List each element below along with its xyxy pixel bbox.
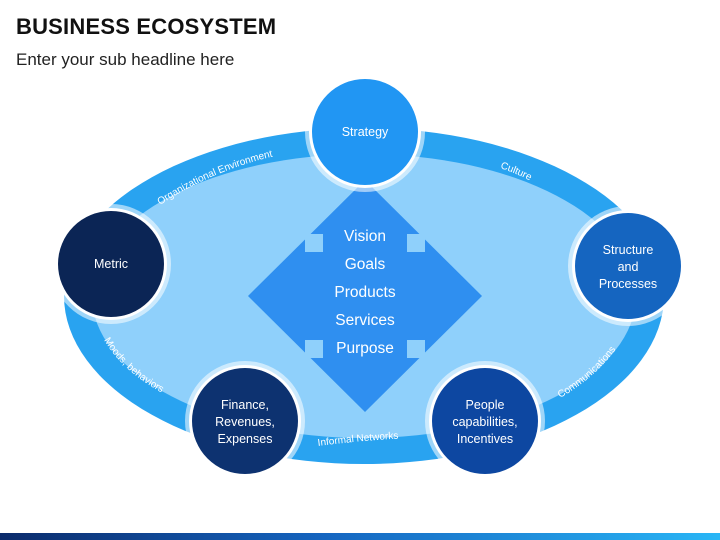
center-item-purpose: Purpose <box>336 340 394 357</box>
bottom-accent-bar <box>0 533 720 540</box>
node-people: People capabilities, Incentives <box>425 361 545 481</box>
center-item-products: Products <box>334 284 395 301</box>
node-finance: Finance, Revenues, Expenses <box>185 361 305 481</box>
node-metric: Metric <box>51 204 171 324</box>
node-finance-line2: Revenues, <box>215 415 275 429</box>
node-structure-line1: Structure <box>603 243 654 257</box>
node-people-line3: Incentives <box>457 432 513 446</box>
center-item-services: Services <box>335 312 395 329</box>
node-strategy: Strategy <box>305 72 425 192</box>
node-finance-line1: Finance, <box>221 398 269 412</box>
page-title: BUSINESS ECOSYSTEM <box>16 14 277 39</box>
node-finance-line3: Expenses <box>218 432 273 446</box>
node-structure-line3: Processes <box>599 277 657 291</box>
node-structure: Structure and Processes <box>568 206 688 326</box>
node-strategy-label: Strategy <box>342 125 389 139</box>
node-people-line1: People <box>466 398 505 412</box>
node-structure-line2: and <box>618 260 639 274</box>
center-item-vision: Vision <box>344 228 386 245</box>
center-diamond <box>248 180 482 412</box>
node-people-line2: capabilities, <box>452 415 517 429</box>
center-item-goals: Goals <box>345 256 386 273</box>
node-metric-label: Metric <box>94 257 128 271</box>
page-subtitle: Enter your sub headline here <box>16 50 235 69</box>
